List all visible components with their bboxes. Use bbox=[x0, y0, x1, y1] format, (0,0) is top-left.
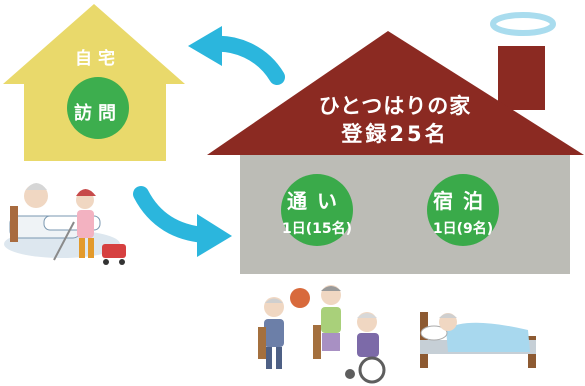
elderly-activity-illustration bbox=[258, 285, 386, 384]
bed-illustration bbox=[420, 312, 536, 368]
arrow-to-home bbox=[188, 26, 285, 85]
stay-service-capacity: 1日(9名) bbox=[432, 221, 494, 237]
facility-registration: 登録25名 bbox=[341, 122, 449, 146]
arrow-to-facility bbox=[133, 186, 232, 257]
day-service-label: 通い bbox=[287, 189, 347, 213]
group-home-house bbox=[207, 31, 584, 274]
home-title: 自宅 bbox=[75, 49, 121, 69]
day-service-capacity: 1日(15名) bbox=[281, 221, 353, 237]
halo-ring bbox=[490, 12, 556, 36]
stay-service-label: 宿泊 bbox=[433, 189, 493, 213]
chimney bbox=[498, 46, 545, 110]
caregiver-illustration bbox=[4, 183, 126, 265]
stay-service-circle bbox=[427, 174, 499, 246]
roof bbox=[207, 31, 584, 155]
home-house bbox=[3, 4, 185, 161]
day-service-circle bbox=[281, 174, 353, 246]
home-service-label: 訪問 bbox=[74, 103, 122, 124]
home-service-circle bbox=[67, 77, 129, 139]
facility-name: ひとつはりの家 bbox=[318, 94, 472, 118]
